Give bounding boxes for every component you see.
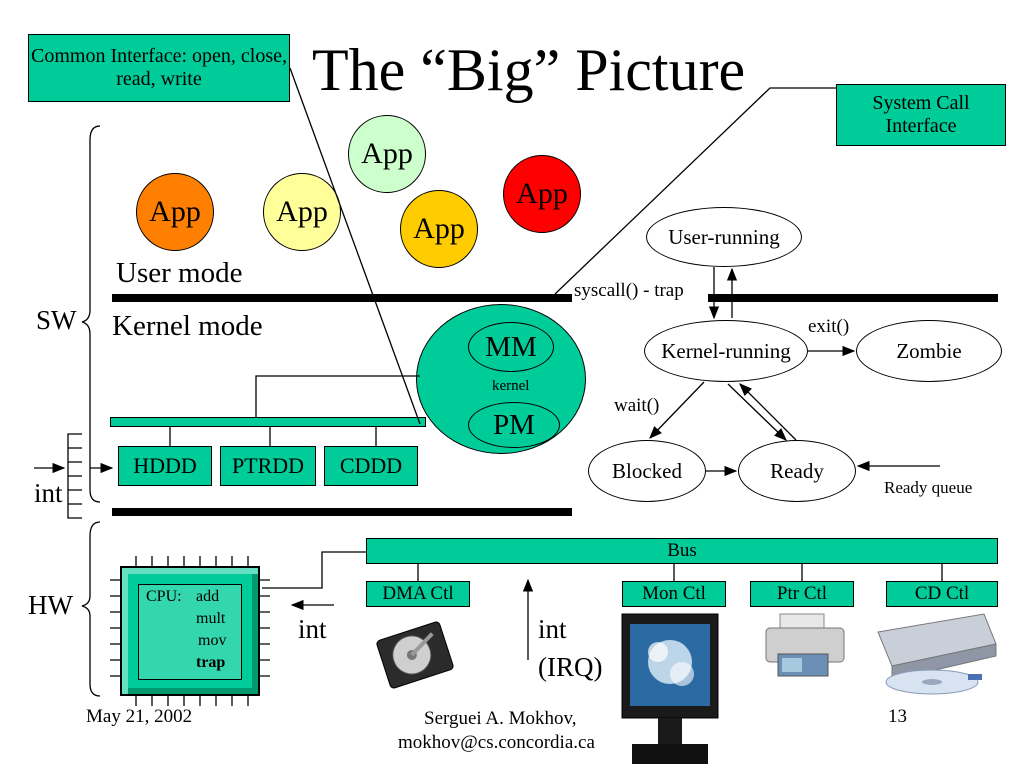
- controller-cd: CD Ctl: [886, 581, 998, 607]
- cpu-pins-top: [135, 556, 249, 566]
- state-zombie: Zombie: [856, 320, 1002, 382]
- footer-page-number: 13: [888, 706, 907, 727]
- controller-ptr: Ptr Ctl: [750, 581, 854, 607]
- mm-node: MM: [468, 322, 554, 372]
- pm-node: PM: [468, 402, 560, 448]
- footer-email: mokhov@cs.concordia.ca: [398, 732, 595, 753]
- kernel-mode-label: Kernel mode: [112, 310, 263, 342]
- state-blocked: Blocked: [588, 440, 706, 502]
- arrow-kernel-to-blocked: [649, 381, 705, 439]
- footer-date: May 21, 2002: [86, 706, 193, 727]
- app-circle-light-green: App: [348, 115, 426, 193]
- monitor-image: [621, 613, 719, 764]
- sw-brace: [81, 125, 101, 503]
- irq-label: (IRQ): [538, 652, 603, 682]
- kernel-to-bar: [255, 375, 420, 417]
- controller-dma: DMA Ctl: [366, 581, 470, 607]
- system-call-leader: [554, 87, 836, 295]
- cpu-prefix: CPU:: [146, 588, 182, 605]
- state-user-running: User-running: [646, 207, 802, 267]
- driver-cddd: CDDD: [324, 446, 418, 486]
- int-left-label: int: [34, 478, 63, 508]
- cpu-instr-trap: trap: [196, 654, 226, 671]
- arrow-ready-to-kernel: [739, 383, 797, 441]
- syscall-label: syscall() - trap: [574, 280, 684, 301]
- hw-int-label: int: [298, 614, 327, 644]
- irq-int-label: int: [538, 614, 567, 644]
- exit-label: exit(): [808, 316, 850, 337]
- user-kernel-divider-left: [112, 294, 572, 302]
- int-comb: [67, 433, 82, 519]
- ready-queue-label: Ready queue: [884, 478, 973, 497]
- hard-drive-image: [376, 621, 454, 689]
- system-call-callout: System Call Interface: [836, 84, 1006, 146]
- cpu-instr-mov: mov: [198, 632, 227, 649]
- driver-interface-bar: [110, 417, 426, 427]
- wait-label: wait(): [614, 395, 660, 416]
- state-kernel-running: Kernel-running: [644, 320, 808, 382]
- user-mode-label: User mode: [116, 257, 243, 289]
- state-ready: Ready: [738, 440, 856, 502]
- common-interface-leader: [289, 67, 421, 425]
- arrow-kernel-to-ready: [727, 383, 787, 441]
- cpu-instr-mult: mult: [196, 610, 226, 627]
- footer-author: Serguei A. Mokhov,: [424, 708, 577, 729]
- bus-bar: Bus: [366, 538, 998, 564]
- driver-hddd: HDDD: [118, 446, 212, 486]
- cpu-instr-add: add: [196, 588, 220, 605]
- sw-label: SW: [36, 305, 77, 335]
- app-circle-light-yellow: App: [263, 173, 341, 251]
- hw-label: HW: [28, 590, 73, 620]
- kernel-hw-divider: [112, 508, 572, 516]
- user-kernel-divider-right: [708, 294, 998, 302]
- app-circle-red: App: [503, 155, 581, 233]
- common-interface-text: Common Interface: open, close, read, wri…: [30, 45, 288, 90]
- system-call-text: System Call Interface: [872, 92, 970, 137]
- app-circle-orange: App: [136, 173, 214, 251]
- kernel-label: kernel: [492, 378, 530, 394]
- cpu-pins-bottom: [135, 696, 249, 706]
- cd-drive-image: [877, 613, 997, 695]
- bus-label: Bus: [667, 540, 697, 562]
- cpu-to-bus: [262, 551, 366, 589]
- controller-mon: Mon Ctl: [622, 581, 726, 607]
- driver-ptrdd: PTRDD: [220, 446, 316, 486]
- printer-image: [765, 613, 845, 677]
- cpu-pins-left: [110, 579, 120, 677]
- app-circle-gold: App: [400, 190, 478, 268]
- cpu-pins-right: [260, 579, 270, 677]
- hw-brace: [81, 521, 101, 697]
- cpu-inner-panel: [138, 584, 242, 680]
- common-interface-callout: Common Interface: open, close, read, wri…: [28, 34, 290, 102]
- page-title: The “Big” Picture: [312, 37, 746, 103]
